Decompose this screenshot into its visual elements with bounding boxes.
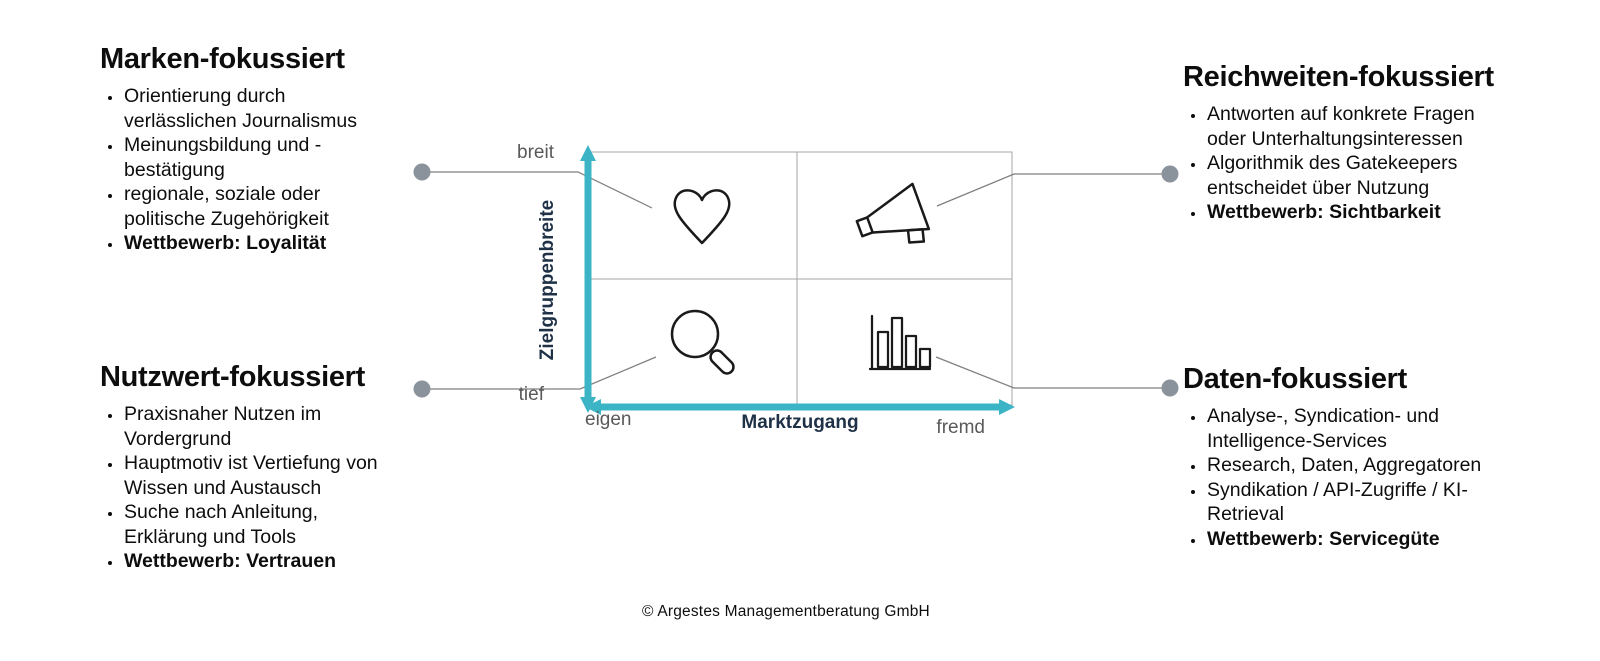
block-marken: Marken-fokussiert Orientierung durch ver… [100,42,382,256]
block-marken-bullets: Orientierung durch verlässlichen Journal… [100,84,382,256]
bullet-item: Hauptmotiv ist Vertiefung von Wissen und… [123,451,382,500]
bullet-item-bold: Wettbewerb: Sichtbarkeit [1206,200,1519,225]
y-axis-arrow [580,145,596,413]
block-nutzwert-title: Nutzwert-fokussiert [100,361,365,393]
y-axis-bottom-label: tief [518,384,544,405]
bullet-item: Analyse-, Syndication- und Intelligence-… [1206,404,1519,453]
copyright-footer: © Argestes Managementberatung GmbH [642,603,930,620]
bullet-item-bold: Wettbewerb: Vertrauen [123,549,382,574]
bullet-item: Algorithmik des Gatekeepers entscheidet … [1206,151,1519,200]
megaphone-icon [855,182,931,244]
magnifier-icon [670,309,735,375]
block-nutzwert-bullets: Praxisnaher Nutzen im Vordergrund Hauptm… [100,402,382,574]
bullet-item: Orientierung durch verlässlichen Journal… [123,84,382,133]
connector-bottom-right [935,356,1170,389]
matrix-grid [587,151,1013,406]
bullet-item-bold: Wettbewerb: Servicegüte [1206,527,1519,552]
bullet-item: Meinungsbildung und -bestätigung [123,133,382,182]
block-daten-bullets: Analyse-, Syndication- und Intelligence-… [1183,404,1519,551]
bullet-item: Syndikation / API-Zugriffe / KI-Retrieva… [1206,478,1519,527]
y-axis-title: Zielgruppenbreite [537,199,558,361]
bullet-item: Research, Daten, Aggregatoren [1206,453,1519,478]
dot-bottom-right [1161,379,1179,397]
x-axis-title: Marktzugang [741,412,859,433]
dot-top-right [1161,165,1179,183]
block-reichweiten-bullets: Antworten auf konkrete Fragen oder Unter… [1183,102,1519,225]
bar-chart-icon [868,314,932,371]
x-axis-left-label: eigen [585,409,632,430]
bullet-item: Suche nach Anleitung, Erklärung und Tool… [123,500,382,549]
dot-bottom-left [413,380,431,398]
block-daten: Daten-fokussiert Analyse-, Syndication- … [1183,362,1519,551]
heart-icon [673,189,731,245]
y-axis-top-label: breit [517,142,554,163]
bullet-item: regionale, soziale oder politische Zugeh… [123,182,382,231]
block-marken-title: Marken-fokussiert [100,43,345,75]
block-daten-title: Daten-fokussiert [1183,363,1408,395]
connector-top-left [422,171,653,209]
x-axis-right-label: fremd [936,417,985,438]
block-nutzwert: Nutzwert-fokussiert Praxisnaher Nutzen i… [100,360,382,574]
connector-top-right [936,173,1170,207]
x-axis-arrow [585,399,1015,415]
connector-lines [422,171,1170,390]
bullet-item-bold: Wettbewerb: Loyalität [123,231,382,256]
bullet-item: Praxisnaher Nutzen im Vordergrund [123,402,382,451]
dot-top-left [413,163,431,181]
block-reichweiten-title: Reichweiten-fokussiert [1183,61,1494,93]
bullet-item: Antworten auf konkrete Fragen oder Unter… [1206,102,1519,151]
block-reichweiten: Reichweiten-fokussiert Antworten auf kon… [1183,60,1519,225]
anchor-dots [413,163,1179,398]
connector-bottom-left [422,356,657,390]
